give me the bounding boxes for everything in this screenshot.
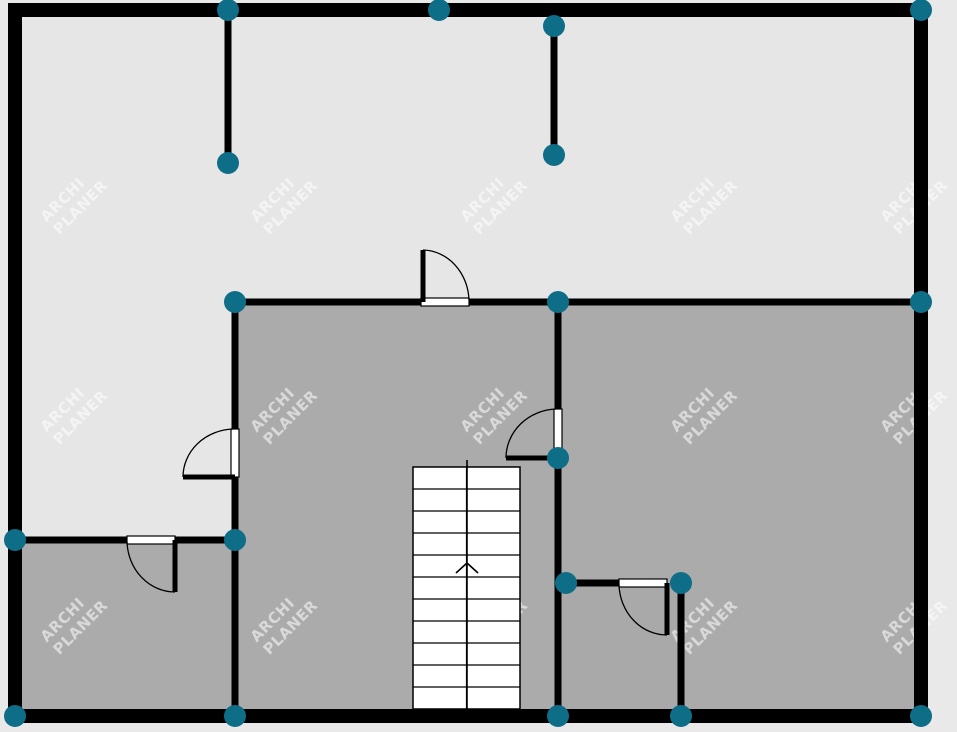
room-bottom-left[interactable] [15,540,235,716]
wall-nodes-layer [4,0,932,727]
wall-node[interactable] [547,447,569,469]
wall-node[interactable] [910,291,932,313]
door-small-room[interactable] [618,578,670,636]
wall-node[interactable] [543,144,565,166]
rooms-layer [15,10,921,716]
wall-node[interactable] [910,0,932,21]
room-upper-hall[interactable] [15,10,921,302]
wall-node[interactable] [543,15,565,37]
wall-node[interactable] [224,705,246,727]
door-top-center[interactable] [420,249,470,307]
wall-node[interactable] [555,572,577,594]
wall-node[interactable] [217,152,239,174]
wall-node[interactable] [4,705,26,727]
wall-node[interactable] [670,572,692,594]
wall-node[interactable] [547,705,569,727]
wall-node[interactable] [217,0,239,21]
wall-node[interactable] [428,0,450,21]
doors-layer [126,249,670,636]
stair-up-arrow-icon [455,561,479,574]
door-bottom-left[interactable] [126,535,178,593]
wall-node[interactable] [224,529,246,551]
staircase[interactable] [412,460,521,716]
wall-node[interactable] [4,529,26,551]
wall-node[interactable] [547,291,569,313]
room-left-corridor[interactable] [15,302,235,540]
wall-node[interactable] [910,705,932,727]
room-small[interactable] [558,583,681,716]
wall-node[interactable] [670,705,692,727]
door-left-corridor[interactable] [182,428,240,480]
wall-node[interactable] [224,291,246,313]
